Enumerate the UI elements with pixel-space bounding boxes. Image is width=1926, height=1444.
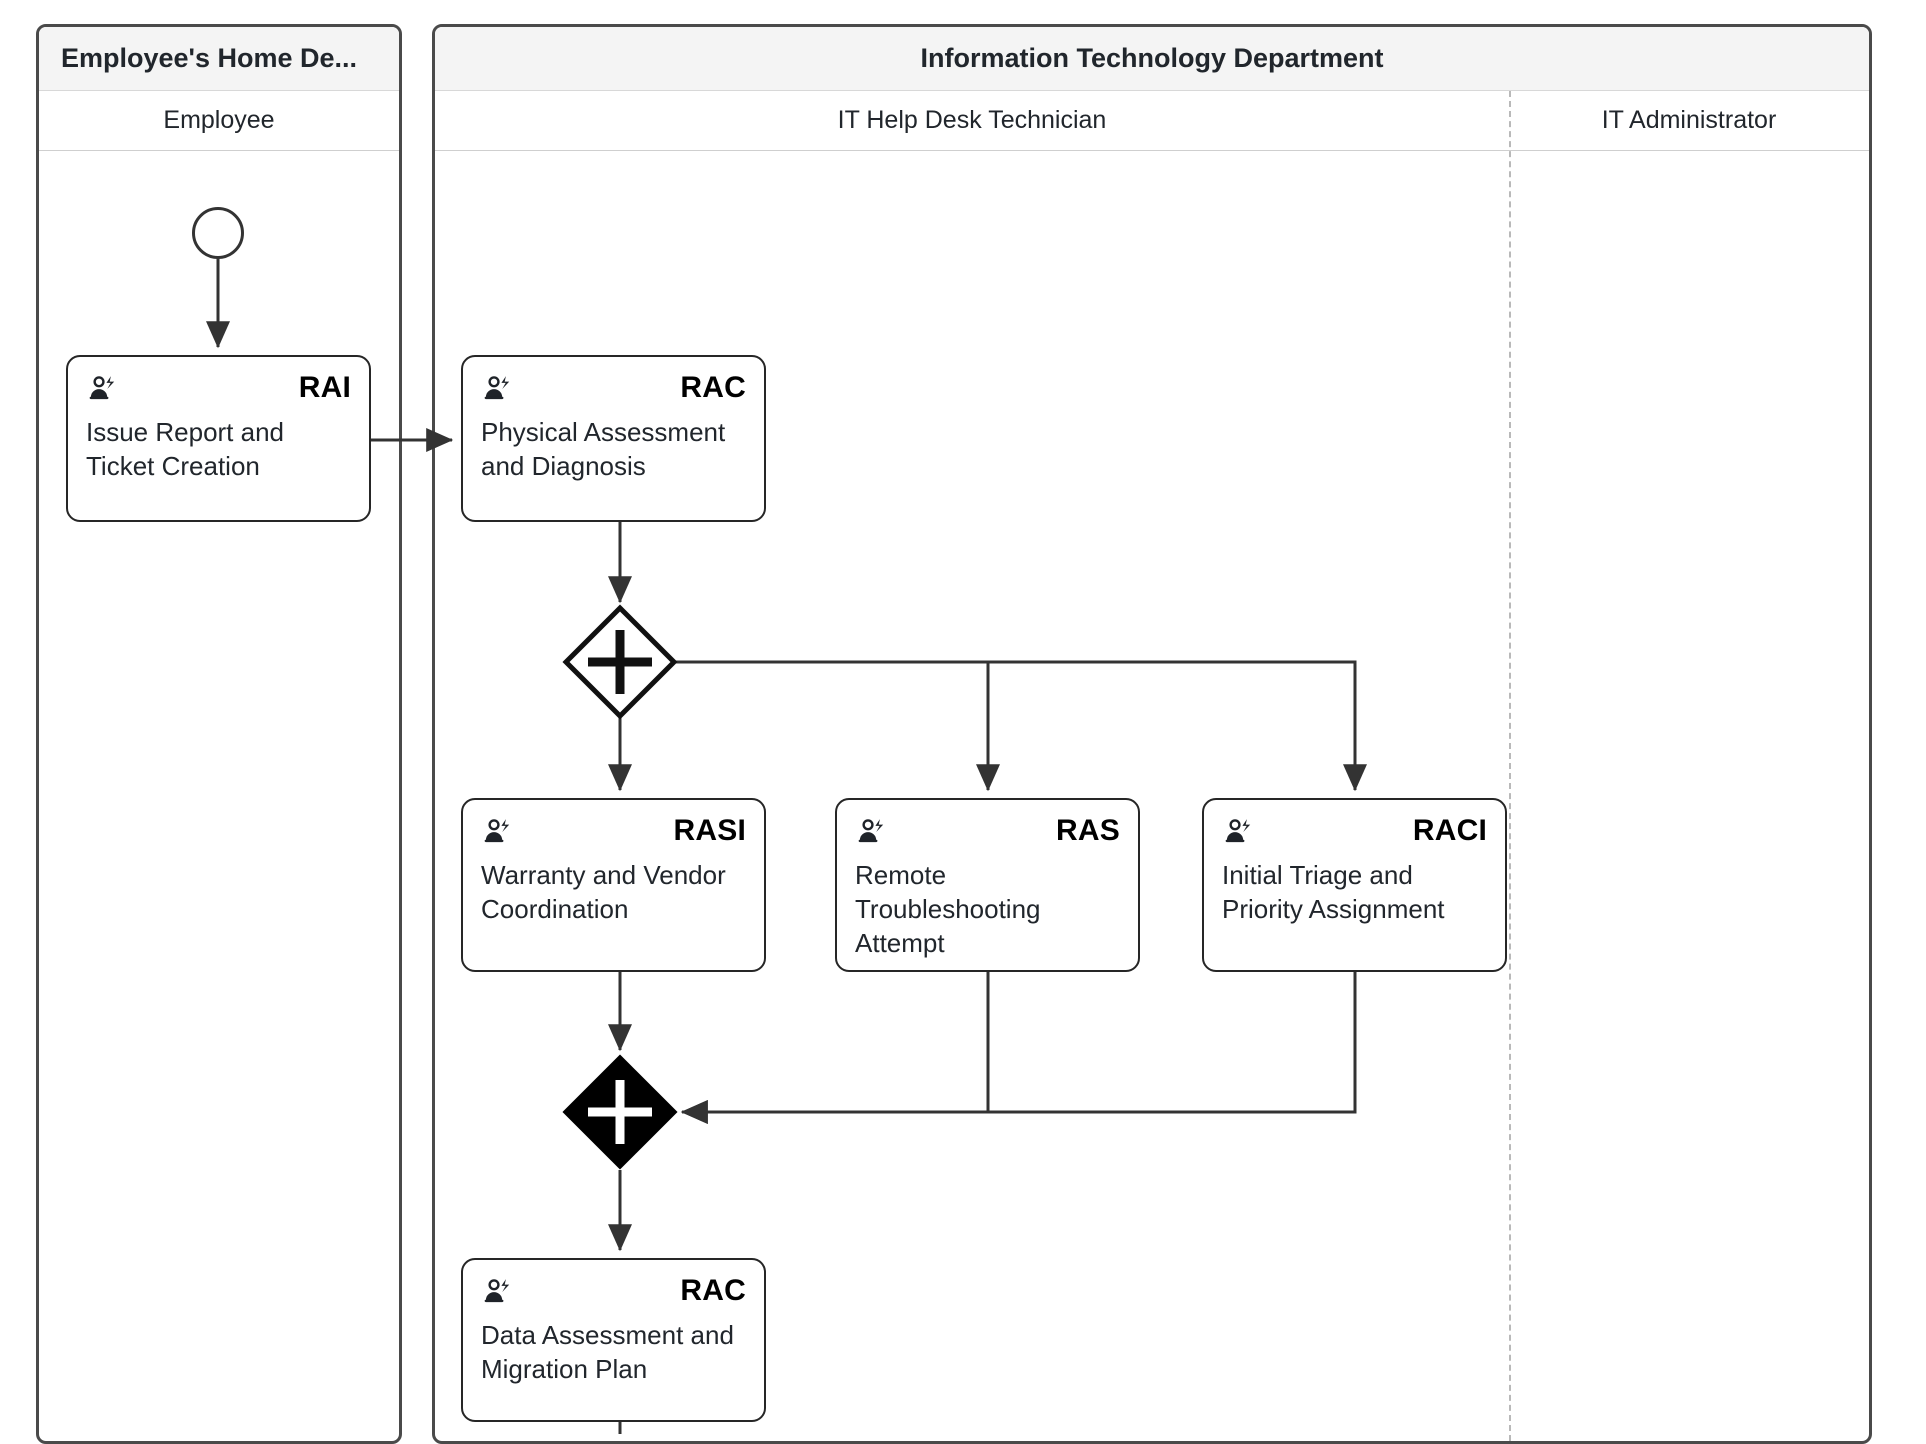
lane-header-it-helpdesk: IT Help Desk Technician: [435, 91, 1509, 151]
user-task-icon: [481, 373, 515, 407]
pool-title-it-department: Information Technology Department: [435, 27, 1869, 91]
task-label: Issue Report and Ticket Creation: [86, 417, 285, 481]
user-task-icon: [855, 816, 889, 850]
user-task-icon: [481, 1276, 515, 1310]
task-label: Physical Assessment and Diagnosis: [481, 417, 726, 481]
task-label: Remote Troubleshooting Attempt: [855, 860, 1041, 958]
task-label: Data Assessment and Migration Plan: [481, 1320, 734, 1384]
user-task-icon: [86, 373, 120, 407]
task-remote-troubleshooting-attempt[interactable]: RAS Remote Troubleshooting Attempt: [835, 798, 1140, 972]
task-raci-badge: RASI: [673, 814, 746, 847]
task-header: RACI: [1222, 816, 1487, 856]
task-data-assessment-and-migration-plan[interactable]: RAC Data Assessment and Migration Plan: [461, 1258, 766, 1422]
task-initial-triage-and-priority-assignment[interactable]: RACI Initial Triage and Priority Assignm…: [1202, 798, 1507, 972]
lane-divider-helpdesk-admin: [1509, 91, 1511, 1441]
user-task-icon: [1222, 816, 1256, 850]
task-raci-badge: RAC: [680, 371, 746, 404]
task-header: RAC: [481, 1276, 746, 1316]
user-task-icon: [481, 816, 515, 850]
gateway-parallel-join[interactable]: [558, 1050, 682, 1174]
task-raci-badge: RAC: [680, 1274, 746, 1307]
pool-information-technology-department[interactable]: Information Technology Department IT Hel…: [432, 24, 1872, 1444]
task-label: Warranty and Vendor Coordination: [481, 860, 726, 924]
task-raci-badge: RAI: [298, 371, 351, 404]
gateway-parallel-split[interactable]: [558, 600, 682, 724]
lane-header-employee: Employee: [39, 91, 399, 151]
task-label: Initial Triage and Priority Assignment: [1222, 860, 1445, 924]
task-header: RAS: [855, 816, 1120, 856]
task-header: RAC: [481, 373, 746, 413]
start-event[interactable]: [192, 207, 244, 259]
pool-title-employee-home: Employee's Home De...: [39, 27, 399, 91]
task-issue-report-and-ticket-creation[interactable]: RAI Issue Report and Ticket Creation: [66, 355, 371, 522]
task-warranty-and-vendor-coordination[interactable]: RASI Warranty and Vendor Coordination: [461, 798, 766, 972]
task-physical-assessment-and-diagnosis[interactable]: RAC Physical Assessment and Diagnosis: [461, 355, 766, 522]
task-raci-badge: RACI: [1412, 814, 1487, 847]
lane-header-it-administrator: IT Administrator: [1509, 91, 1869, 151]
task-header: RASI: [481, 816, 746, 856]
task-header: RAI: [86, 373, 351, 413]
task-raci-badge: RAS: [1056, 814, 1120, 847]
